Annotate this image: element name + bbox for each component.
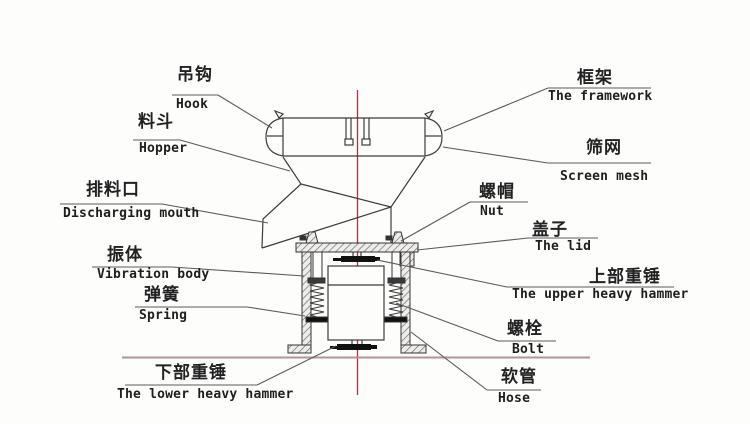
leader-lower-hammer bbox=[256, 345, 337, 386]
motor-block bbox=[327, 265, 385, 341]
label-lid-zh: 盖子 bbox=[532, 220, 568, 240]
label-vibration-body-zh: 振体 bbox=[107, 245, 143, 265]
lid-nut-left bbox=[299, 231, 319, 244]
lid-plate bbox=[295, 242, 419, 253]
left-spring-seat bbox=[307, 277, 326, 284]
label-lid-en: The lid bbox=[535, 239, 592, 254]
label-nut-en: Nut bbox=[480, 204, 505, 219]
left-hook-cap bbox=[265, 117, 284, 157]
right-hook-cap bbox=[424, 117, 443, 157]
screen-drum bbox=[265, 109, 443, 157]
label-upper-hammer-en: The upper heavy hammer bbox=[512, 287, 689, 302]
right-spring-seat bbox=[387, 277, 406, 284]
springs bbox=[309, 282, 404, 318]
left-foot bbox=[287, 344, 312, 354]
label-nut-zh: 螺帽 bbox=[479, 182, 515, 202]
label-bolt-en: Bolt bbox=[512, 342, 545, 357]
leader-lines bbox=[161, 87, 549, 391]
label-hose-en: Hose bbox=[498, 391, 531, 406]
leader-bolt bbox=[395, 302, 499, 342]
leader-nut bbox=[400, 201, 471, 242]
right-spring-base-bar bbox=[382, 316, 408, 323]
left-spring-base-bar bbox=[305, 316, 331, 323]
left-spring-coil bbox=[309, 282, 325, 318]
leader-lid bbox=[416, 237, 529, 251]
label-upper-hammer-zh: 上部重锤 bbox=[589, 267, 661, 287]
leader-framework bbox=[443, 87, 549, 132]
leader-hopper bbox=[179, 139, 291, 172]
label-discharging-mouth-en: Discharging mouth bbox=[63, 206, 200, 221]
left-wall bbox=[301, 251, 312, 346]
vibration-body-assembly bbox=[287, 231, 427, 354]
label-spring-zh: 弹簧 bbox=[144, 285, 180, 305]
label-screen-mesh-zh: 筛网 bbox=[586, 138, 622, 158]
lower-heavy-hammer bbox=[330, 344, 377, 350]
label-hopper-en: Hopper bbox=[139, 141, 188, 156]
motor-and-hammers bbox=[327, 252, 385, 350]
leader-discharging-mouth bbox=[161, 203, 269, 224]
leader-hook bbox=[217, 94, 273, 129]
label-hook-zh: 吊钩 bbox=[177, 65, 213, 85]
lid-nut-right bbox=[385, 231, 405, 244]
label-discharging-mouth-zh: 排料口 bbox=[86, 180, 140, 200]
label-framework-zh: 框架 bbox=[577, 68, 613, 88]
label-hook-en: Hook bbox=[176, 97, 209, 112]
label-underlines bbox=[60, 87, 674, 391]
label-lower-hammer-en: The lower heavy hammer bbox=[117, 387, 294, 402]
label-screen-mesh-en: Screen mesh bbox=[560, 169, 649, 184]
label-framework-en: The framework bbox=[548, 89, 653, 104]
label-vibration-body-en: Vibration body bbox=[97, 267, 210, 282]
drum-center-bracket bbox=[344, 118, 371, 146]
leader-upper-hammer bbox=[376, 259, 508, 288]
right-spring-coil bbox=[388, 282, 404, 318]
hopper-funnel bbox=[261, 156, 426, 249]
leader-vibration-body bbox=[171, 266, 305, 277]
leader-spring bbox=[246, 306, 306, 317]
right-foot bbox=[400, 344, 427, 354]
label-bolt-zh: 螺栓 bbox=[507, 319, 543, 339]
right-hook-lug bbox=[423, 109, 435, 119]
leader-hose bbox=[410, 331, 488, 391]
label-lower-hammer-zh: 下部重锤 bbox=[155, 363, 227, 383]
label-spring-en: Spring bbox=[139, 308, 188, 323]
leader-screen-mesh bbox=[442, 146, 549, 164]
label-hose-zh: 软管 bbox=[501, 367, 537, 387]
upper-heavy-hammer bbox=[333, 256, 380, 262]
left-hook-lug bbox=[273, 109, 285, 119]
label-hopper-zh: 料斗 bbox=[138, 112, 174, 132]
